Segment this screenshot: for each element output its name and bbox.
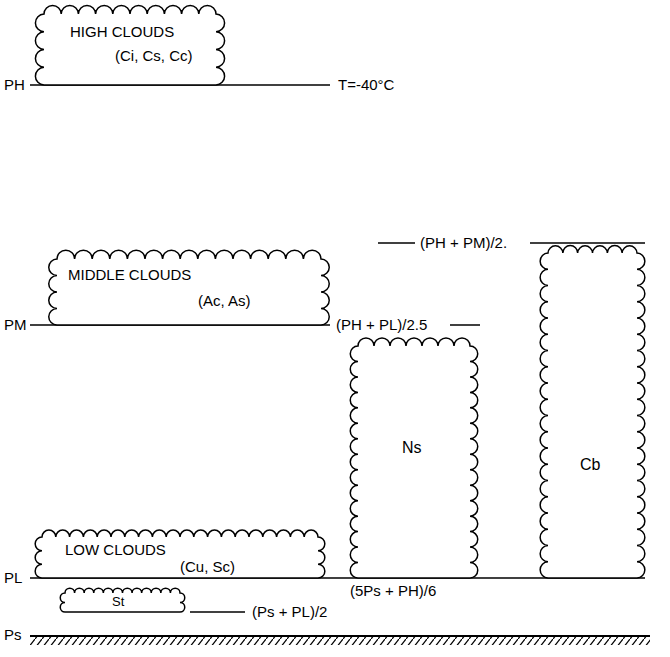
cloud-outline <box>35 5 225 85</box>
cloud-label: Ns <box>402 438 422 457</box>
level-label: PM <box>4 316 27 334</box>
cloud-label: LOW CLOUDS <box>65 541 166 559</box>
cloud-shape: HIGH CLOUDS (Ci, Cs, Cc) <box>35 5 225 85</box>
level-line <box>190 611 245 613</box>
cloud-outline <box>350 338 478 578</box>
ground-hatch <box>30 636 650 645</box>
level-label: (PH + PM)/2. <box>420 234 507 252</box>
cloud-label: (Ci, Cs, Cc) <box>115 47 193 65</box>
level-label: PH <box>4 76 25 94</box>
cloud-label: (Cu, Sc) <box>180 558 235 576</box>
level-label: (PH + PL)/2.5 <box>336 316 427 334</box>
cloud-outline-path <box>35 5 224 85</box>
cloud-outline <box>48 250 330 325</box>
cloud-label: Cb <box>580 455 600 474</box>
cloud-outline-path <box>35 530 325 578</box>
cloud-shape: MIDDLE CLOUDS (Ac, As) <box>48 250 330 325</box>
level-label: Ps <box>4 626 22 644</box>
cloud-shape: Cb <box>540 245 645 578</box>
level-label: PL <box>4 569 22 587</box>
cloud-label: St <box>112 594 124 610</box>
cloud-label: MIDDLE CLOUDS <box>68 266 191 284</box>
level-line <box>378 242 415 244</box>
cloud-outline-path <box>540 246 645 578</box>
cloud-shape: LOW CLOUDS (Cu, Sc) <box>35 530 325 578</box>
cloud-label: (Ac, As) <box>198 292 251 310</box>
cloud-label: HIGH CLOUDS <box>70 23 174 41</box>
cloud-outline-path <box>350 338 477 578</box>
cloud-shape: Ns <box>350 338 478 578</box>
cloud-outline-path <box>49 250 330 325</box>
level-line <box>530 242 645 244</box>
level-label: (5Ps + PH)/6 <box>350 582 436 600</box>
level-line <box>450 324 480 326</box>
level-label: T=-40°C <box>338 76 394 94</box>
cloud-outline-path <box>60 588 185 612</box>
level-label: (Ps + PL)/2 <box>252 603 327 621</box>
cloud-outline <box>540 245 645 578</box>
cloud-shape: St <box>60 588 185 612</box>
